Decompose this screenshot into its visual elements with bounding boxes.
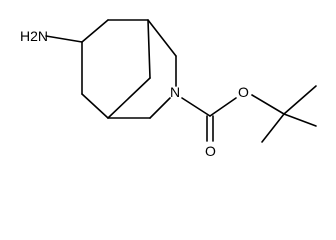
- bond-c1-amine: [45, 35, 83, 43]
- chemical-structure-diagram: H2N N O O: [20, 19, 317, 159]
- bond-ester-o-quaternary-c: [251, 94, 285, 115]
- bond-bridge-top: [147, 19, 151, 79]
- amino-group: H2N: [20, 28, 83, 44]
- bond-n-carbonyl-c: [181, 97, 211, 117]
- bond-tbutyl-methyl-bottom: [261, 113, 285, 143]
- ring-nitrogen-label: N: [170, 84, 180, 100]
- bond-carbonyl-c-ester-o: [209, 97, 237, 117]
- bond-tbutyl-methyl-right: [283, 113, 317, 127]
- ester-oxygen-label: O: [238, 84, 249, 100]
- bond-n-c5: [149, 97, 171, 119]
- bond-bridge-bottom: [107, 77, 151, 119]
- amine-label: H2N: [20, 28, 48, 44]
- bond-c6-c7: [81, 93, 109, 119]
- carbonyl-oxygen-label: O: [205, 143, 216, 159]
- bond-tbutyl-methyl-top: [283, 85, 317, 115]
- bicyclic-ring-skeleton: [81, 19, 177, 119]
- bond-c3-c4: [147, 19, 177, 57]
- boc-group: O O: [181, 84, 317, 159]
- bond-c1-c2: [81, 19, 109, 43]
